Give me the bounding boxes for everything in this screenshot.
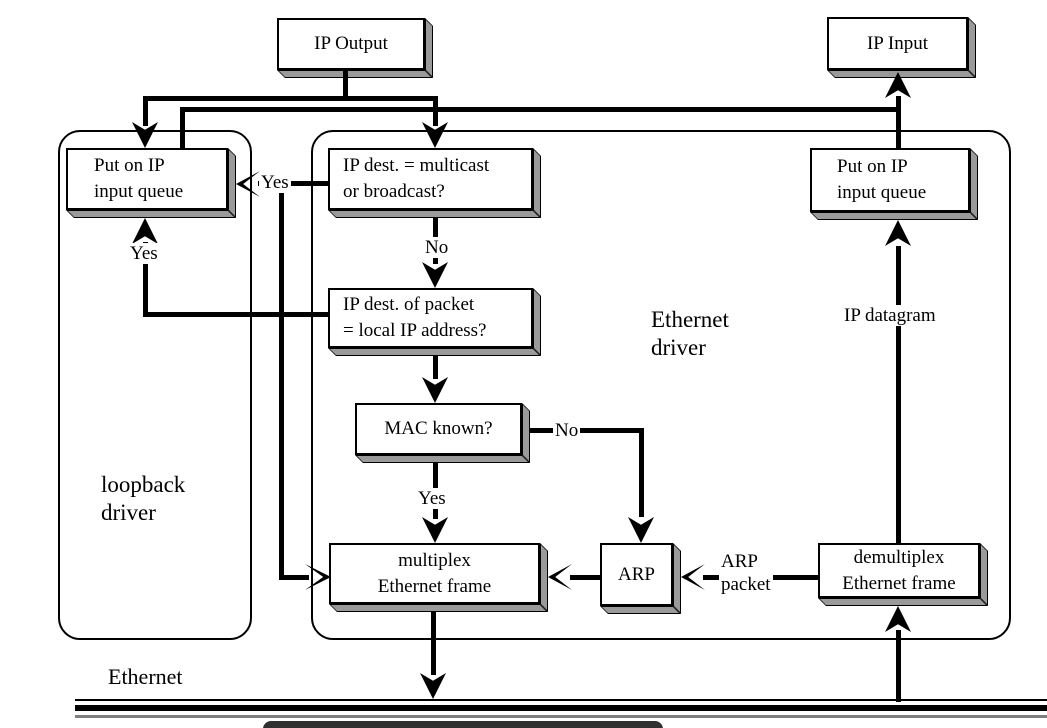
node-loopback-queue-line1: Put on IP [94,155,165,176]
node-loopback-queue: Put on IP input queue [66,148,236,218]
edge-label-ip-datagram: IP datagram [842,305,938,326]
node-ip-output-label: IP Output [277,18,425,70]
ethernet-wire-label: Ethernet [108,664,183,689]
loopback-driver-label: loopback driver [101,471,185,527]
slab-shadow [533,148,541,218]
slab-shadow [980,543,988,606]
arrowhead-down [420,673,446,699]
slab-shadow [228,148,236,218]
loopback-driver-label-line1: loopback [101,472,186,497]
connector-line [433,355,438,379]
bottom-window-bar [263,721,663,728]
slab-shadow [66,210,236,218]
slab-shadow [355,455,530,463]
node-local-ip-check-line2: = local IP address? [343,320,487,341]
ethernet-wire-line-thick [75,705,1047,711]
node-arp: ARP [600,543,681,614]
connector-line [896,96,901,148]
node-local-ip-check: IP dest. of packet = local IP address? [328,288,541,356]
connector-line [343,70,348,99]
node-loopback-queue-line2: input queue [94,181,184,202]
slab-shadow [328,210,541,218]
slab-shadow [968,17,976,78]
node-multiplex: multiplex Ethernet frame [329,543,548,612]
edge-label-no: No [423,237,451,258]
node-multiplex-line2: Ethernet frame [377,575,492,597]
node-mac-known-label: MAC known? [355,403,522,455]
edge-label-arp-packet-line1: ARP [721,551,758,572]
connector-line [570,575,600,580]
edge-label-arp-packet: ARP packet [719,550,773,596]
node-eth-queue-line2: input queue [837,182,927,203]
slab-shadow [329,604,548,612]
slab-shadow [600,606,681,614]
node-mac-known: MAC known? [355,403,530,463]
slab-shadow [533,288,541,356]
connector-line [896,246,901,543]
slab-shadow [673,543,681,614]
node-multiplex-label: multiplex Ethernet frame [329,543,540,604]
node-demultiplex: demultiplex Ethernet frame [818,543,988,606]
node-multicast-check-line1: IP dest. = multicast [343,155,490,176]
slab-shadow [540,543,548,612]
slab-shadow [827,70,976,78]
edge-label-yes: Yes [416,488,448,509]
connector-line [180,107,901,112]
node-ip-input-label: IP Input [827,17,968,70]
node-eth-queue-line1: Put on IP [837,156,908,177]
connector-line [639,428,644,517]
connector-line [180,107,185,148]
slab-shadow [810,212,978,220]
ethernet-wire-line-gray [75,715,1047,718]
connector-line [279,575,309,580]
node-multicast-check: IP dest. = multicast or broadcast? [328,148,541,218]
edge-label-yes: Yes [128,243,160,264]
connector-line [143,96,438,101]
ethernet-driver-label-line1: Ethernet [651,307,729,332]
slab-shadow [277,70,433,78]
node-demultiplex-line2: Ethernet frame [842,572,956,594]
node-demultiplex-label: demultiplex Ethernet frame [818,543,980,598]
slab-shadow [425,18,433,78]
node-multiplex-line1: multiplex [398,549,471,571]
node-ip-output: IP Output [277,18,433,78]
ethernet-driver-label: Ethernet driver [651,306,729,362]
ethernet-driver-label-line2: driver [651,335,706,360]
node-multicast-check-line2: or broadcast? [343,181,445,202]
slab-shadow [970,148,978,220]
node-local-ip-check-label: IP dest. of packet = local IP address? [328,288,533,348]
connector-line [279,183,284,580]
connector-line [143,242,148,316]
node-eth-queue-label: Put on IP input queue [810,148,970,212]
edge-label-arp-packet-line2: packet [721,574,771,595]
slab-shadow [522,403,530,463]
ethernet-wire-line-thin [75,699,1047,701]
connector-line [143,96,148,126]
connector-line [258,181,328,186]
connector-line [530,428,644,433]
edge-label-no: No [553,420,581,441]
node-loopback-queue-label: Put on IP input queue [66,148,228,210]
node-demultiplex-line1: demultiplex [853,546,945,568]
connector-line [143,312,328,317]
node-ip-input: IP Input [827,17,976,78]
slab-shadow [818,598,988,606]
connector-line [431,612,436,675]
loopback-driver-label-line2: driver [101,500,156,525]
edge-label-yes: Yes [259,172,291,193]
ethernet-driver-container [311,130,1011,640]
node-eth-queue: Put on IP input queue [810,148,978,220]
connector-line [896,630,901,702]
node-multicast-check-label: IP dest. = multicast or broadcast? [328,148,533,210]
node-arp-label: ARP [600,543,673,606]
loopback-driver-container [58,130,252,640]
node-local-ip-check-line1: IP dest. of packet [343,294,475,315]
